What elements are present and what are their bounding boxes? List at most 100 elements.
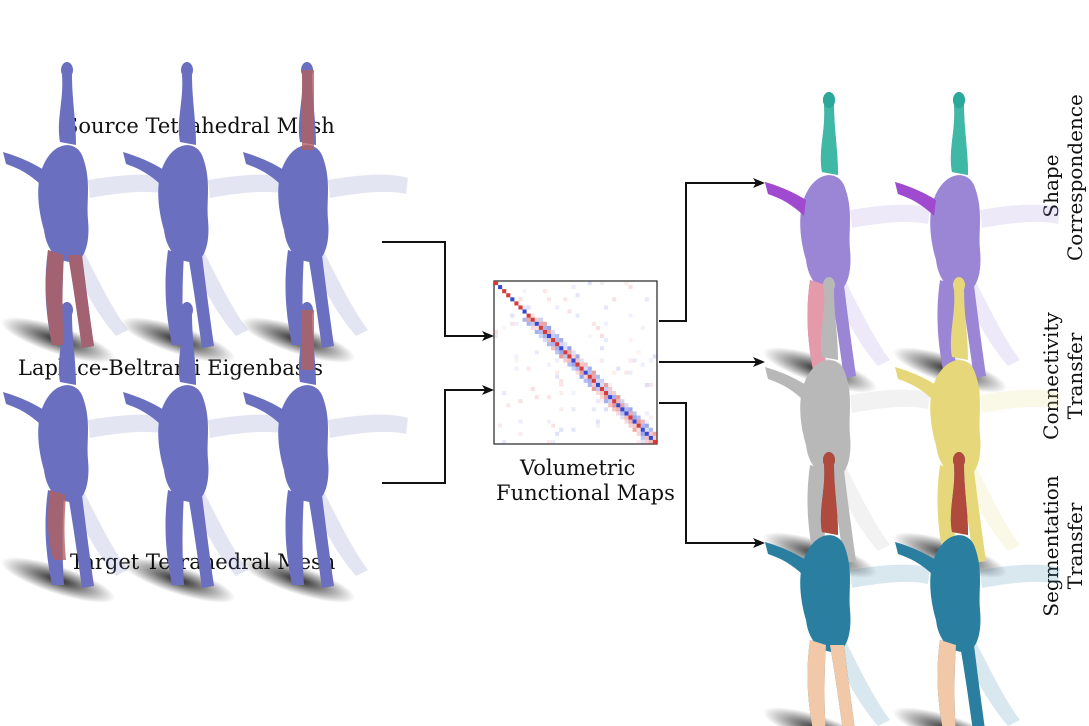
matrix-cell xyxy=(632,427,637,432)
matrix-cell xyxy=(628,419,633,424)
matrix-cell xyxy=(595,382,600,387)
matrix-cell xyxy=(551,329,556,334)
matrix-cell xyxy=(587,374,592,379)
matrix-cell xyxy=(518,297,523,302)
matrix-cell xyxy=(522,305,527,310)
matrix-cell xyxy=(559,391,564,396)
matrix-cell xyxy=(567,354,572,359)
matrix-cell xyxy=(559,350,564,355)
matrix-cell xyxy=(526,305,531,310)
matrix-cell xyxy=(640,423,645,428)
matrix-cell xyxy=(644,423,649,428)
matrix-cell xyxy=(604,399,609,404)
matrix-cell xyxy=(640,362,645,367)
matrix-cell xyxy=(498,285,503,290)
matrix-cell xyxy=(510,297,515,302)
matrix-cell xyxy=(522,317,527,322)
matrix-cell xyxy=(620,407,625,412)
matrix-cell xyxy=(579,370,584,375)
matrix-cell xyxy=(555,342,560,347)
matrix-cell xyxy=(542,333,547,339)
matrix-cell xyxy=(546,333,552,339)
matrix-cell xyxy=(608,403,613,408)
matrix-cell xyxy=(563,346,568,351)
matrix-cell xyxy=(591,382,596,387)
matrix-cell xyxy=(628,370,633,375)
matrix-cell xyxy=(604,391,609,396)
matrix-cell xyxy=(579,366,584,371)
matrix-cell xyxy=(636,423,641,428)
matrix-cell xyxy=(571,354,576,359)
matrix-cell xyxy=(652,435,657,440)
matrix-cell xyxy=(595,386,600,392)
matrix-cell xyxy=(502,391,507,396)
matrix-cell xyxy=(575,370,580,375)
matrix-cell xyxy=(624,281,629,286)
matrix-cell xyxy=(563,350,568,355)
arrow-to-shape-correspondence xyxy=(659,178,765,322)
matrix-cell xyxy=(555,333,560,339)
matrix-cell xyxy=(546,297,552,302)
matrix-cell xyxy=(628,407,633,412)
matrix-cell xyxy=(579,362,584,367)
matrix-cell xyxy=(612,297,617,302)
source-mesh-label: Source Tetrahedral Mesh xyxy=(64,114,335,138)
matrix-cell xyxy=(518,419,523,424)
matrix-cell xyxy=(538,329,543,334)
input-arrows xyxy=(382,241,494,484)
source-mesh-3 xyxy=(236,62,408,372)
matrix-cell xyxy=(534,317,539,322)
matrix-cell xyxy=(624,370,629,375)
matrix-cell xyxy=(644,382,649,387)
matrix-cell xyxy=(648,427,653,432)
matrix-cell xyxy=(514,321,519,326)
matrix-cell xyxy=(652,354,657,359)
matrix-cell xyxy=(551,439,556,445)
matrix-cell xyxy=(612,407,617,412)
matrix-cell xyxy=(591,321,596,326)
matrix-cell xyxy=(624,407,629,412)
functional-maps-label-line1: Volumetric xyxy=(520,456,636,480)
matrix-cell xyxy=(498,423,503,428)
matrix-cell xyxy=(612,370,617,375)
matrix-cell xyxy=(616,407,621,412)
matrix-cell xyxy=(648,415,653,420)
matrix-cell xyxy=(510,313,515,318)
matrix-cell xyxy=(546,325,552,330)
matrix-cell xyxy=(583,378,588,383)
matrix-cell xyxy=(628,313,633,318)
matrix-cell xyxy=(563,358,568,363)
matrix-cell xyxy=(575,354,580,359)
matrix-cell xyxy=(579,358,584,363)
matrix-cell xyxy=(640,325,645,330)
matrix-cell xyxy=(644,439,649,445)
matrix-cell xyxy=(636,431,641,436)
functional-map-matrix xyxy=(493,280,658,445)
matrix-cell xyxy=(648,382,653,387)
matrix-cell xyxy=(514,358,519,363)
matrix-cell xyxy=(546,395,552,400)
matrix-cell xyxy=(567,346,572,351)
matrix-cell xyxy=(640,427,645,432)
matrix-cell xyxy=(538,325,543,330)
matrix-cell xyxy=(510,321,515,326)
matrix-cell xyxy=(567,362,572,367)
matrix-cell xyxy=(542,321,547,326)
matrix-cell xyxy=(587,281,592,286)
matrix-cell xyxy=(575,362,580,367)
matrix-cell xyxy=(624,403,629,408)
matrix-cell xyxy=(632,423,637,428)
matrix-cell xyxy=(604,395,609,400)
matrix-cell xyxy=(599,333,605,339)
matrix-cell xyxy=(599,386,605,392)
arrow-to-segmentation-transfer xyxy=(659,402,765,548)
matrix-cell xyxy=(591,378,596,383)
matrix-cell xyxy=(652,439,657,445)
matrix-cell xyxy=(555,370,560,375)
matrix-cell xyxy=(583,366,588,371)
matrix-cell xyxy=(514,354,519,359)
matrix-cell xyxy=(526,313,531,318)
matrix-cell xyxy=(628,423,633,428)
matrix-cell xyxy=(587,382,592,387)
matrix-cell xyxy=(538,333,543,339)
